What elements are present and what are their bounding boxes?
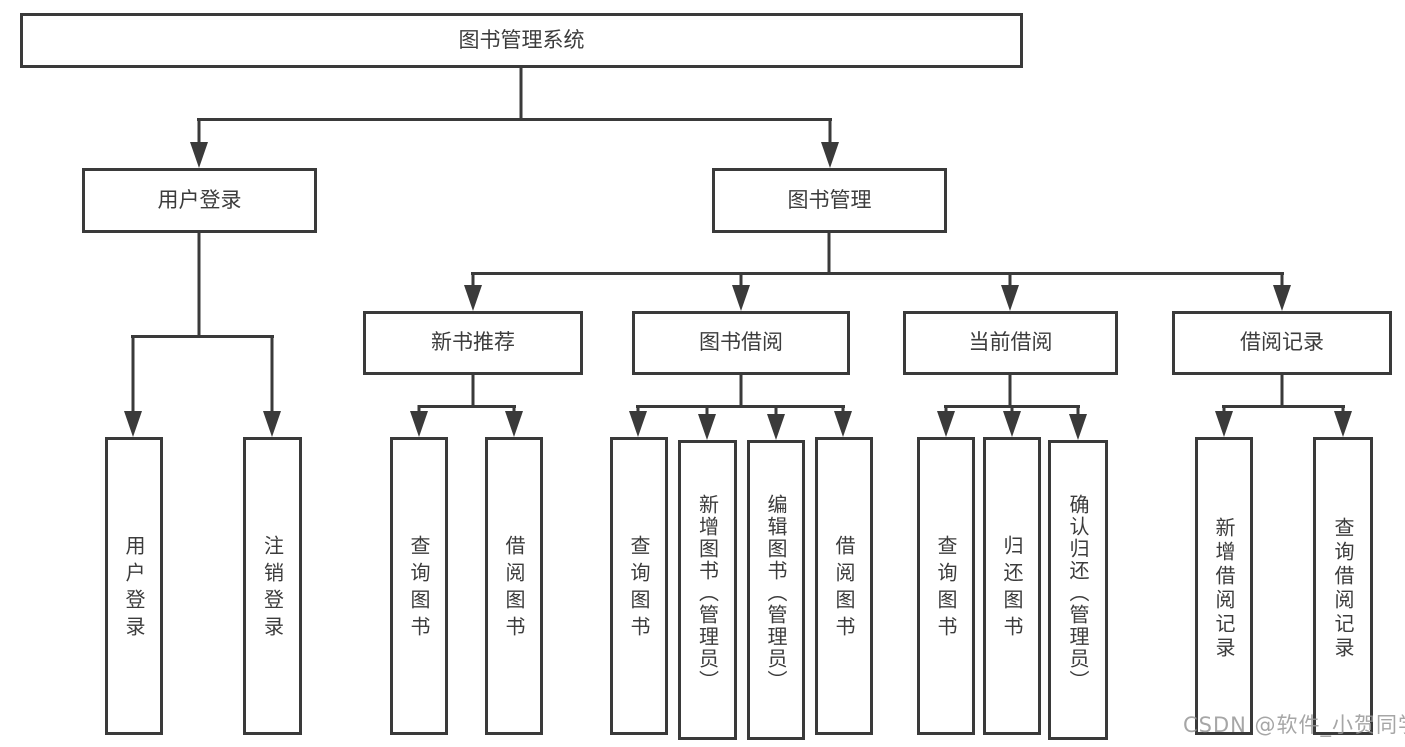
connector-login-drop-2	[270, 335, 274, 413]
arrow-down-icon	[834, 411, 852, 437]
connector-root-drop-left	[197, 118, 201, 144]
leaf-borrow-borrow-books: 借阅图书	[815, 437, 873, 735]
connector-mgmt-drop-3	[1008, 272, 1012, 288]
connector-root-drop-right	[828, 118, 832, 144]
leaf-user-login: 用户登录	[105, 437, 163, 735]
arrow-down-icon	[410, 411, 428, 437]
arrow-down-icon	[767, 414, 785, 440]
leaf-borrow-query-books: 查询图书	[610, 437, 668, 735]
arrow-down-icon	[732, 285, 750, 311]
connector-recommend-stem	[471, 375, 475, 407]
arrow-down-icon	[629, 411, 647, 437]
arrow-down-icon	[1334, 411, 1352, 437]
arrow-down-icon	[263, 411, 281, 437]
arrow-down-icon	[190, 142, 208, 168]
connector-mgmt-drop-4	[1280, 272, 1284, 288]
node-borrow-records: 借阅记录	[1172, 311, 1392, 375]
connector-root-bar	[197, 118, 832, 121]
connector-current-drop-3	[1076, 405, 1080, 417]
connector-login-stem	[197, 233, 201, 337]
connector-borrow-bar	[636, 405, 845, 408]
connector-borrow-drop-4	[841, 405, 845, 415]
arrow-down-icon	[821, 142, 839, 168]
connector-current-drop-1	[944, 405, 948, 415]
node-new-book-recommend: 新书推荐	[363, 311, 583, 375]
connector-mgmt-stem	[827, 233, 831, 274]
leaf-logout: 注销登录	[243, 437, 302, 735]
connector-records-drop-2	[1341, 405, 1345, 415]
leaf-recommend-query-books: 查询图书	[390, 437, 448, 735]
connector-current-stem	[1008, 375, 1012, 407]
leaf-records-add-record: 新增借阅记录	[1195, 437, 1253, 735]
connector-login-bar	[131, 335, 274, 338]
leaf-records-query-record: 查询借阅记录	[1313, 437, 1373, 735]
connector-login-drop-1	[131, 335, 135, 413]
connector-mgmt-drop-2	[739, 272, 743, 288]
leaf-current-confirm-return-admin: 确认归还（管理员）	[1048, 440, 1108, 740]
connector-borrow-drop-3	[774, 405, 778, 417]
arrow-down-icon	[698, 414, 716, 440]
node-book-management: 图书管理	[712, 168, 947, 233]
arrow-down-icon	[1003, 411, 1021, 437]
node-current-borrow: 当前借阅	[903, 311, 1118, 375]
leaf-current-return-books: 归还图书	[983, 437, 1041, 735]
connector-records-bar	[1222, 405, 1345, 408]
arrow-down-icon	[1273, 285, 1291, 311]
connector-mgmt-drop-1	[471, 272, 475, 288]
connector-borrow-drop-1	[636, 405, 640, 415]
node-user-login: 用户登录	[82, 168, 317, 233]
connector-mgmt-bar	[471, 272, 1284, 275]
arrow-down-icon	[1001, 285, 1019, 311]
connector-current-drop-2	[1010, 405, 1014, 415]
leaf-current-query-books: 查询图书	[917, 437, 975, 735]
connector-recommend-bar	[418, 405, 516, 408]
arrow-down-icon	[505, 411, 523, 437]
connector-recommend-drop-1	[417, 405, 421, 415]
leaf-recommend-borrow-books: 借阅图书	[485, 437, 543, 735]
arrow-down-icon	[1069, 414, 1087, 440]
arrow-down-icon	[937, 411, 955, 437]
connector-borrow-stem	[739, 375, 743, 407]
connector-borrow-drop-2	[705, 405, 709, 417]
node-book-borrow: 图书借阅	[632, 311, 850, 375]
connector-root-stem	[519, 68, 523, 120]
leaf-borrow-add-books-admin: 新增图书（管理员）	[678, 440, 737, 740]
leaf-borrow-edit-books-admin: 编辑图书（管理员）	[747, 440, 805, 740]
connector-records-drop-1	[1222, 405, 1226, 415]
arrow-down-icon	[1215, 411, 1233, 437]
node-root-library-management-system: 图书管理系统	[20, 13, 1023, 68]
arrow-down-icon	[464, 285, 482, 311]
csdn-watermark: CSDN @软件_小贺同学	[1183, 713, 1405, 737]
connector-recommend-drop-2	[512, 405, 516, 415]
connector-records-stem	[1280, 375, 1284, 407]
arrow-down-icon	[124, 411, 142, 437]
